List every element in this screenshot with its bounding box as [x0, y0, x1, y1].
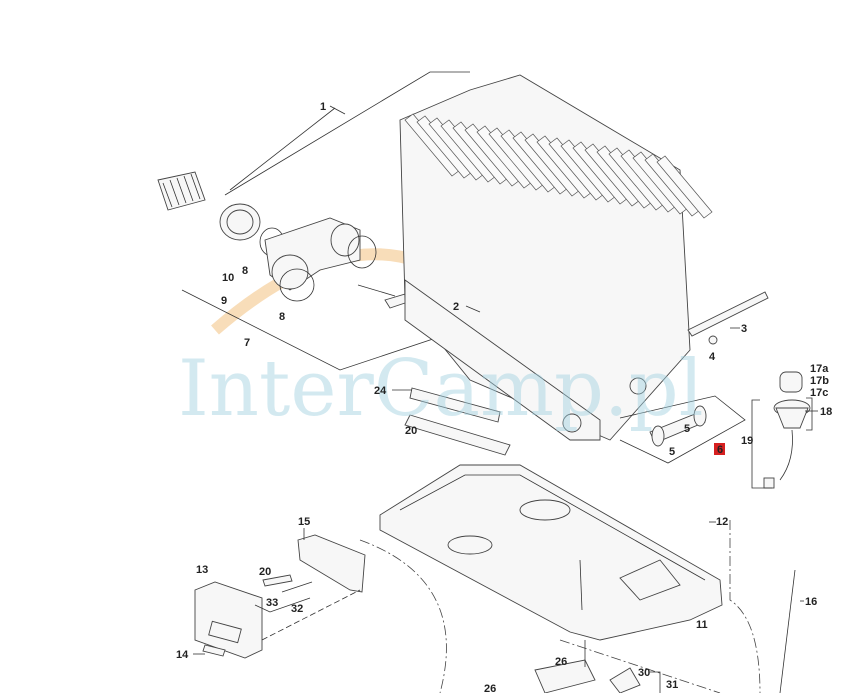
- part-label-8[interactable]: 8: [279, 311, 285, 323]
- key: [202, 644, 226, 657]
- nut: [708, 335, 718, 345]
- bracket: [687, 291, 769, 337]
- part-label-1[interactable]: 1: [320, 101, 326, 113]
- part-label-15[interactable]: 15: [298, 516, 310, 528]
- part-label-17a[interactable]: 17a: [810, 363, 829, 375]
- part-label-20[interactable]: 20: [405, 425, 417, 437]
- part-label-19[interactable]: 19: [741, 435, 753, 447]
- cooling-fin: [656, 155, 713, 219]
- part-label-14[interactable]: 14: [176, 649, 189, 661]
- part-label-11[interactable]: 11: [696, 619, 708, 631]
- cable-cover: [534, 659, 596, 693]
- part-label-4[interactable]: 4: [709, 351, 716, 363]
- part-label-6[interactable]: 6: [717, 444, 723, 456]
- sensor: [409, 387, 501, 423]
- control-knob: [751, 371, 813, 489]
- cover: [297, 534, 366, 593]
- part-label-33[interactable]: 33: [266, 597, 278, 609]
- part-label-16[interactable]: 16: [805, 596, 817, 608]
- part-label-30[interactable]: 30: [638, 667, 650, 679]
- part-label-20[interactable]: 20: [259, 566, 271, 578]
- part-label-10[interactable]: 10: [222, 272, 234, 284]
- heat-exchanger: [399, 74, 713, 441]
- base-plate: [379, 464, 723, 641]
- part-label-26[interactable]: 26: [484, 683, 496, 693]
- part-label-31[interactable]: 31: [666, 679, 678, 691]
- part-label-17c[interactable]: 17c: [810, 387, 828, 399]
- electrode: [404, 414, 511, 456]
- part-label-13[interactable]: 13: [196, 564, 208, 576]
- watermark: InterCamp.pl: [178, 344, 704, 434]
- part-label-2[interactable]: 2: [453, 301, 459, 313]
- part-label-5[interactable]: 5: [684, 423, 690, 435]
- tube-assembly: [619, 395, 746, 464]
- control-panel: [194, 581, 263, 659]
- flex-hose: [157, 171, 206, 211]
- part-label-32[interactable]: 32: [291, 603, 303, 615]
- highlight-marker: [714, 443, 725, 455]
- part-label-18[interactable]: 18: [820, 406, 832, 418]
- part-label-5[interactable]: 5: [669, 446, 675, 458]
- rod: [779, 569, 796, 693]
- part-label-24[interactable]: 24: [374, 385, 387, 397]
- part-label-8[interactable]: 8: [242, 265, 248, 277]
- part-label-9[interactable]: 9: [221, 295, 227, 307]
- leader-lines: [193, 105, 818, 655]
- part-label-7[interactable]: 7: [244, 337, 250, 349]
- part-label-26[interactable]: 26: [555, 656, 567, 668]
- part-label-12[interactable]: 12: [716, 516, 728, 528]
- part-label-17b[interactable]: 17b: [810, 375, 829, 387]
- part-label-3[interactable]: 3: [741, 323, 747, 335]
